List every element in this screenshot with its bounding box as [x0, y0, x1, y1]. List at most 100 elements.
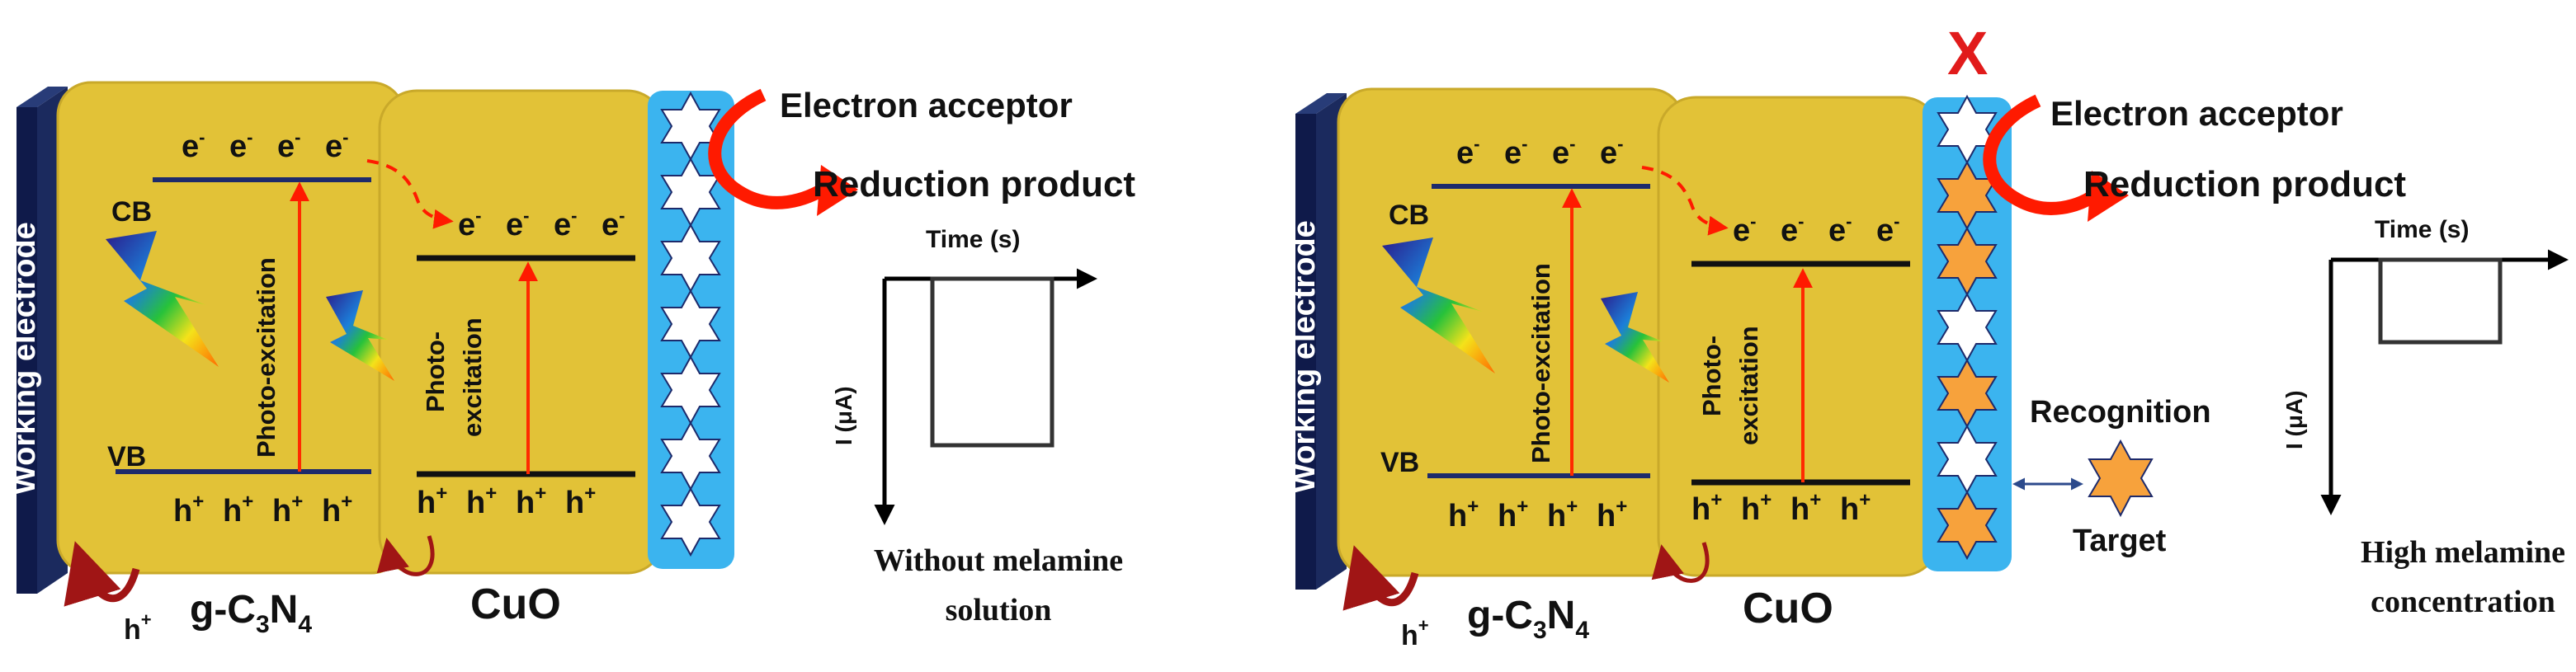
- electron: e: [277, 129, 295, 164]
- reduction-arrowhead-icon: [817, 165, 858, 216]
- hole: h: [565, 486, 584, 520]
- svg-text:h+: h+: [1547, 496, 1578, 533]
- gcn-electrons: e- e- e- e-: [1456, 134, 1623, 171]
- svg-text:h+: h+: [173, 491, 204, 529]
- svg-text:e-: e-: [1456, 134, 1479, 171]
- svg-text:e-: e-: [1781, 211, 1804, 248]
- electron: e: [1876, 214, 1894, 248]
- svg-text:e-: e-: [1828, 211, 1852, 248]
- svg-text:e-: e-: [325, 127, 348, 164]
- svg-text:e-: e-: [182, 127, 205, 164]
- electron: e: [506, 208, 523, 242]
- electron-acceptor-label: Electron acceptor: [780, 86, 1073, 125]
- gcn-holes: h+ h+ h+ h+: [173, 491, 352, 529]
- svg-text:h+: h+: [1448, 496, 1479, 533]
- caption-line2: solution: [946, 593, 1052, 627]
- hole: h: [322, 494, 341, 529]
- star-icon: [660, 486, 721, 557]
- vb-label: VB: [1380, 447, 1419, 478]
- electron: e: [325, 129, 342, 164]
- hole: h: [1448, 499, 1467, 533]
- panel-left: Working electrode CB VB e- e- e- e-: [7, 81, 1135, 646]
- gcn-electrons: e- e- e- e-: [182, 127, 348, 164]
- hole-out-arrow: [64, 541, 140, 607]
- svg-text:e-: e-: [458, 205, 481, 242]
- svg-text:e-: e-: [1552, 134, 1575, 171]
- electron: e: [1733, 214, 1750, 248]
- svg-text:e-: e-: [554, 205, 577, 242]
- hole: h: [272, 494, 291, 529]
- svg-text:h+: h+: [417, 482, 447, 520]
- cuo-electrons: e- e- e- e-: [458, 205, 625, 242]
- svg-text:h+: h+: [1597, 496, 1627, 533]
- svg-text:h+: h+: [223, 491, 253, 529]
- svg-text:h+: h+: [1840, 489, 1871, 527]
- caption-line1: Without melamine: [874, 543, 1123, 578]
- hole: h: [223, 494, 242, 529]
- hole-out-label: h: [1401, 620, 1418, 651]
- svg-text:h+: h+: [1790, 489, 1821, 527]
- blocked-mark: X: [1947, 19, 1988, 87]
- hole: h: [516, 486, 535, 520]
- electron: e: [602, 208, 619, 242]
- hole: h: [1597, 499, 1616, 533]
- star-column: [1937, 94, 1998, 561]
- gcn-photo-excitation-label: Photo-excitation: [252, 257, 281, 458]
- svg-text:e-: e-: [1733, 211, 1756, 248]
- hole: h: [1547, 499, 1566, 533]
- gcn-photo-excitation-label: Photo-excitation: [1526, 263, 1555, 463]
- electron: e: [182, 129, 199, 164]
- cuo-holes: h+ h+ h+ h+: [417, 482, 596, 520]
- lightning-bolt-icon: [106, 231, 219, 367]
- electron-transfer-arrow: [1641, 166, 1729, 236]
- cuo-holes: h+ h+ h+ h+: [1691, 489, 1871, 527]
- electron: e: [1456, 136, 1474, 171]
- lightning-bolt-icon: [1382, 237, 1495, 374]
- hole: h: [466, 486, 485, 520]
- electron-transfer-arrow: [366, 159, 454, 229]
- working-electrode-label: Working electrode: [7, 222, 42, 495]
- electron-acceptor-arrow: [1983, 94, 2104, 215]
- hole: h: [1790, 492, 1809, 527]
- target-label: Target: [2073, 524, 2167, 558]
- svg-text:e-: e-: [1600, 134, 1623, 171]
- electron: e: [554, 208, 571, 242]
- reduction-product-label: Reduction product: [813, 164, 1135, 204]
- vb-label: VB: [107, 441, 146, 472]
- hole-out-label: h: [124, 614, 141, 646]
- reduction-arrowhead-icon: [2088, 171, 2129, 222]
- hole: h: [1741, 492, 1760, 527]
- star-column: [660, 91, 721, 557]
- panel-right: Working electrode X CB VB e- e- e- e- h+: [1287, 19, 2569, 651]
- svg-text:e-: e-: [506, 205, 529, 242]
- current-axis-label: I (μA): [2281, 390, 2307, 449]
- cuo-photo-label-line1: Photo-: [1697, 336, 1726, 416]
- photocurrent-plot: Time (s) I (μA): [831, 226, 1097, 525]
- svg-text:h+: h+: [272, 491, 303, 529]
- svg-text:g-C3N4: g-C3N4: [1467, 594, 1589, 644]
- hole-transfer-arrow: [1651, 542, 1710, 583]
- gcn-label: g-C: [190, 588, 256, 632]
- working-electrode-label: Working electrode: [1287, 220, 1322, 493]
- cuo-label: CuO: [1743, 585, 1833, 632]
- svg-text:e-: e-: [1504, 134, 1527, 171]
- caption-line2: concentration: [2371, 585, 2555, 619]
- hole: h: [1840, 492, 1859, 527]
- electron: e: [1504, 136, 1522, 171]
- electron: e: [1552, 136, 1569, 171]
- recognition-label: Recognition: [2030, 395, 2211, 430]
- cb-label: CB: [1389, 200, 1429, 231]
- electron: e: [1600, 136, 1617, 171]
- cuo-photo-label-line1: Photo-: [421, 331, 450, 412]
- svg-text:e-: e-: [229, 127, 252, 164]
- svg-text:h+: h+: [1691, 489, 1722, 527]
- hole: h: [417, 486, 436, 520]
- target-star-icon: [2088, 439, 2154, 518]
- svg-text:g-C3N4: g-C3N4: [190, 588, 312, 638]
- electron: e: [458, 208, 475, 242]
- time-axis-label: Time (s): [926, 226, 1020, 253]
- current-axis-label: I (μA): [831, 386, 856, 445]
- electron: e: [1828, 214, 1846, 248]
- cuo-photo-label-line2: excitation: [458, 317, 487, 437]
